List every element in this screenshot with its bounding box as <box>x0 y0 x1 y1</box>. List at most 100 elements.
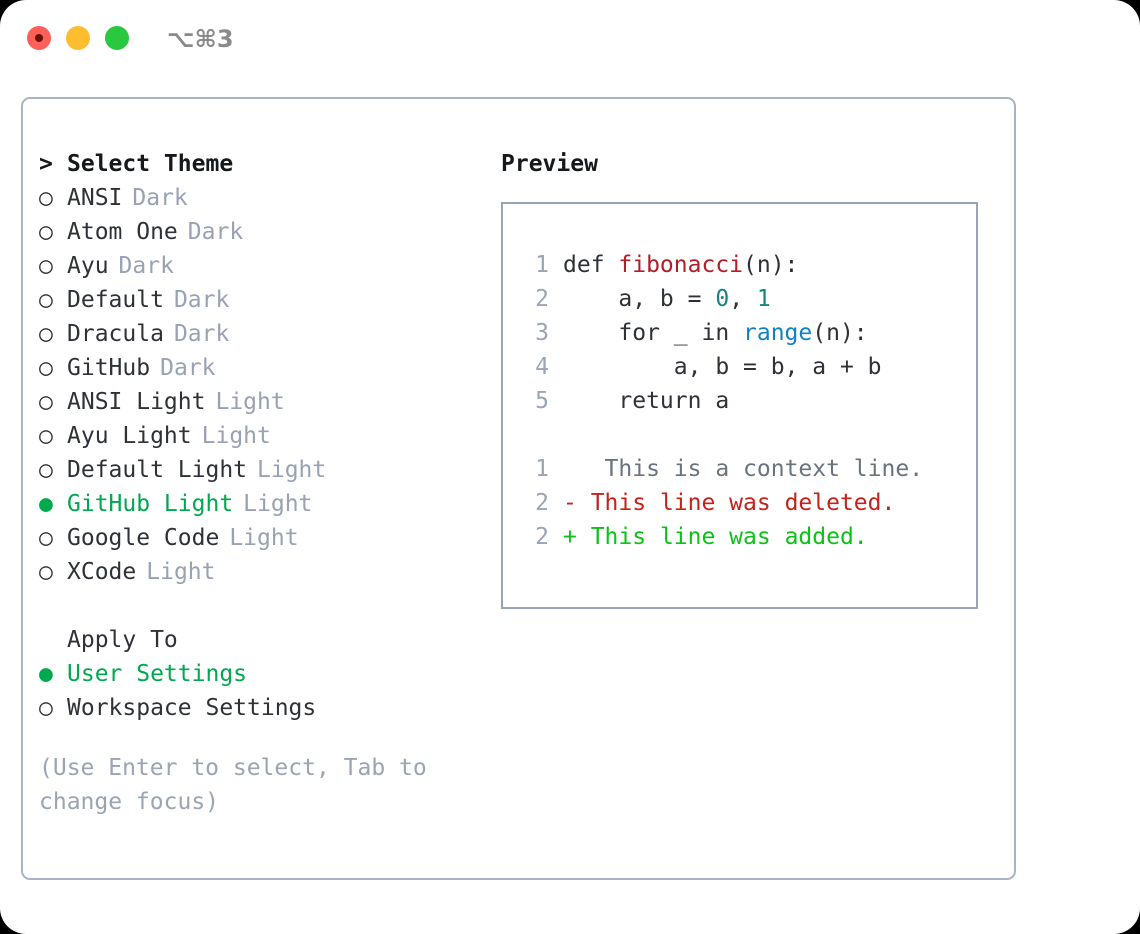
theme-name-label: Google Code <box>67 525 220 551</box>
theme-list-item[interactable]: ○ Google Code Light <box>39 521 479 555</box>
radio-unselected-icon[interactable]: ○ <box>39 559 53 585</box>
code-line-number: 4 <box>535 354 549 380</box>
select-theme-heading: > Select Theme <box>39 147 479 181</box>
window-titlebar: ⌥⌘3 <box>0 0 1140 78</box>
radio-unselected-icon[interactable]: ○ <box>39 219 53 245</box>
code-diff-separator <box>521 418 976 452</box>
theme-list-item[interactable]: ○ Atom One Dark <box>39 215 479 249</box>
radio-unselected-icon[interactable]: ○ <box>39 525 53 551</box>
theme-list-item[interactable]: ○ XCode Light <box>39 555 479 589</box>
code-token: 0 <box>715 286 730 312</box>
code-line-number: 1 <box>535 252 549 278</box>
theme-name-label: GitHub <box>67 355 151 381</box>
apply-to-option-label: User Settings <box>67 661 248 687</box>
theme-kind-badge: Light <box>215 389 285 415</box>
diff-line-number: 2 <box>535 524 549 550</box>
radio-unselected-icon[interactable]: ○ <box>39 389 53 415</box>
theme-kind-badge: Dark <box>187 219 244 245</box>
diff-text: This line was added. <box>576 524 868 550</box>
code-line-number: 3 <box>535 320 549 346</box>
code-token: a, b = b, a + b <box>563 354 882 380</box>
radio-selected-icon[interactable]: ● <box>39 491 53 517</box>
radio-unselected-icon[interactable]: ○ <box>39 457 53 483</box>
theme-name-label: Default <box>67 287 164 313</box>
radio-unselected-icon[interactable]: ○ <box>39 423 53 449</box>
theme-list-item[interactable]: ○ Dracula Dark <box>39 317 479 351</box>
code-token: for _ in <box>563 320 744 346</box>
minimize-window-icon[interactable] <box>66 26 90 50</box>
code-line: 5 return a <box>521 384 976 418</box>
code-line: 3 for _ in range(n): <box>521 316 976 350</box>
code-line-number: 5 <box>535 388 549 414</box>
code-token: 1 <box>756 286 771 312</box>
radio-unselected-icon[interactable]: ○ <box>39 695 53 721</box>
code-token: , <box>729 286 757 312</box>
theme-kind-badge: Light <box>243 491 313 517</box>
theme-list-item[interactable]: ● GitHub Light Light <box>39 487 479 521</box>
code-token: fibonacci <box>618 252 744 278</box>
theme-name-label: ANSI Light <box>67 389 206 415</box>
theme-kind-badge: Light <box>146 559 216 585</box>
apply-to-list: ● User Settings ○ Workspace Settings <box>39 657 479 725</box>
diff-sign <box>563 456 577 482</box>
theme-name-label: Atom One <box>67 219 178 245</box>
diff-text: This line was deleted. <box>576 490 896 516</box>
apply-to-option[interactable]: ○ Workspace Settings <box>39 691 479 725</box>
theme-kind-badge: Dark <box>173 321 230 347</box>
theme-list-item[interactable]: ○ ANSI Dark <box>39 181 479 215</box>
theme-list-item[interactable]: ○ GitHub Dark <box>39 351 479 385</box>
code-token: range <box>743 320 813 346</box>
apply-to-option-label: Workspace Settings <box>67 695 317 721</box>
diff-sample: 1 This is a context line. 2- This line wa… <box>521 452 976 554</box>
radio-unselected-icon[interactable]: ○ <box>39 287 53 313</box>
apply-to-heading: · Apply To <box>39 623 479 657</box>
diff-line-number: 1 <box>535 456 549 482</box>
caret-icon: > <box>39 151 53 177</box>
radio-unselected-icon[interactable]: ○ <box>39 185 53 211</box>
theme-kind-badge: Dark <box>118 253 174 279</box>
select-theme-heading-label: Select Theme <box>67 151 234 177</box>
theme-name-label: Ayu Light <box>67 423 192 449</box>
radio-unselected-icon[interactable]: ○ <box>39 321 53 347</box>
theme-list-item[interactable]: ○ Default Dark <box>39 283 479 317</box>
diff-line: 2- This line was deleted. <box>521 486 976 520</box>
radio-unselected-icon[interactable]: ○ <box>39 355 53 381</box>
code-line: 1 def fibonacci(n): <box>521 248 976 282</box>
theme-kind-badge: Dark <box>173 287 230 313</box>
code-token: (n): <box>743 252 799 278</box>
apply-to-option[interactable]: ● User Settings <box>39 657 479 691</box>
theme-kind-badge: Light <box>229 525 299 551</box>
theme-name-label: XCode <box>67 559 137 585</box>
theme-list-item[interactable]: ○ ANSI Light Light <box>39 385 479 419</box>
code-line-number: 2 <box>535 286 549 312</box>
diff-line: 2 + This line was added. <box>521 520 976 554</box>
theme-name-label: ANSI <box>67 185 123 211</box>
radio-selected-icon[interactable]: ● <box>39 661 53 687</box>
diff-text: This is a context line. <box>576 456 924 482</box>
preview-title-label: Preview <box>501 151 598 177</box>
diff-sign: + <box>563 524 577 550</box>
theme-kind-badge: Dark <box>132 185 188 211</box>
list-spacer <box>39 589 479 623</box>
traffic-light-buttons <box>27 26 129 50</box>
close-window-icon[interactable] <box>27 26 51 50</box>
theme-kind-badge: Dark <box>160 355 216 381</box>
maximize-window-icon[interactable] <box>105 26 129 50</box>
diff-line-number: 2 <box>535 490 549 516</box>
theme-name-label: Dracula <box>67 321 164 347</box>
code-token: def <box>563 252 619 278</box>
radio-unselected-icon[interactable]: ○ <box>39 253 53 279</box>
apply-to-heading-marker-spacer: · <box>39 623 67 657</box>
theme-name-label: GitHub Light <box>67 491 234 517</box>
keyboard-shortcut-label: ⌥⌘3 <box>167 25 234 53</box>
theme-name-label: Default Light <box>67 457 248 483</box>
